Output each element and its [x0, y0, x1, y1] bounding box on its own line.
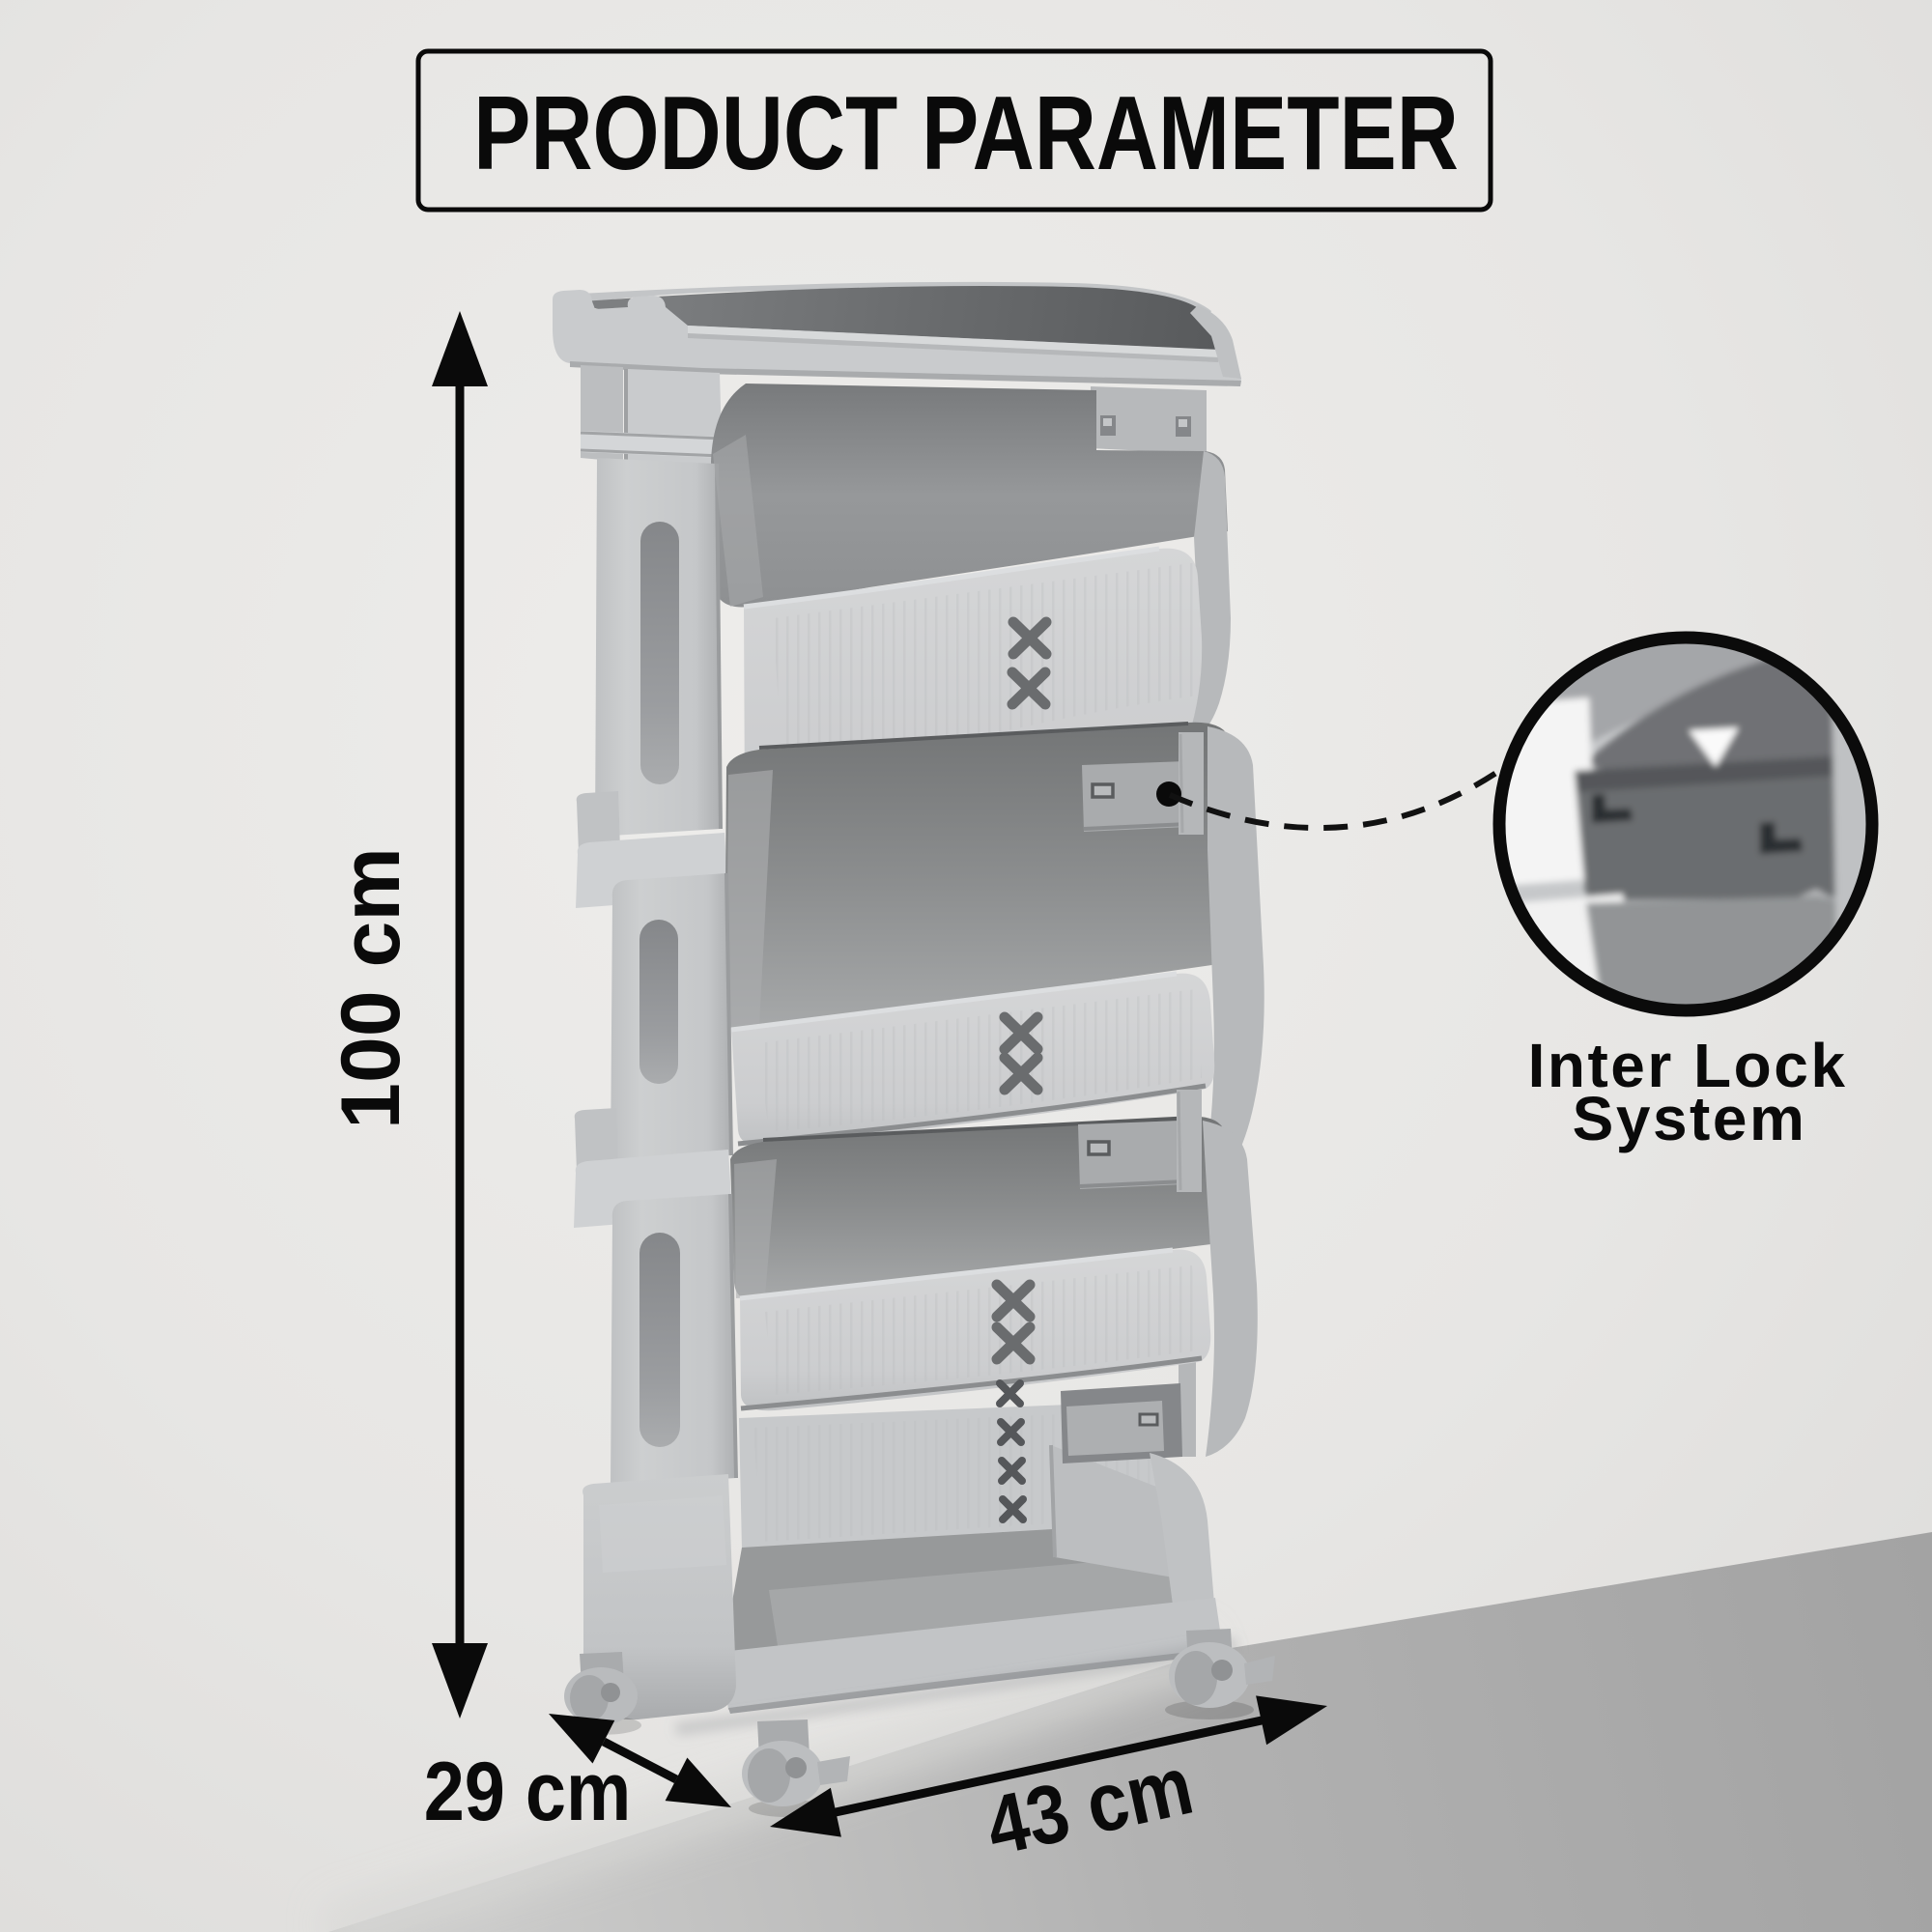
svg-text:PRODUCT PARAMETER: PRODUCT PARAMETER — [473, 74, 1459, 192]
svg-text:29 cm: 29 cm — [424, 1747, 632, 1839]
svg-text:System: System — [1573, 1084, 1807, 1153]
svg-text:100 cm: 100 cm — [325, 847, 417, 1129]
svg-text:Inter Lock: Inter Lock — [1528, 1031, 1848, 1100]
